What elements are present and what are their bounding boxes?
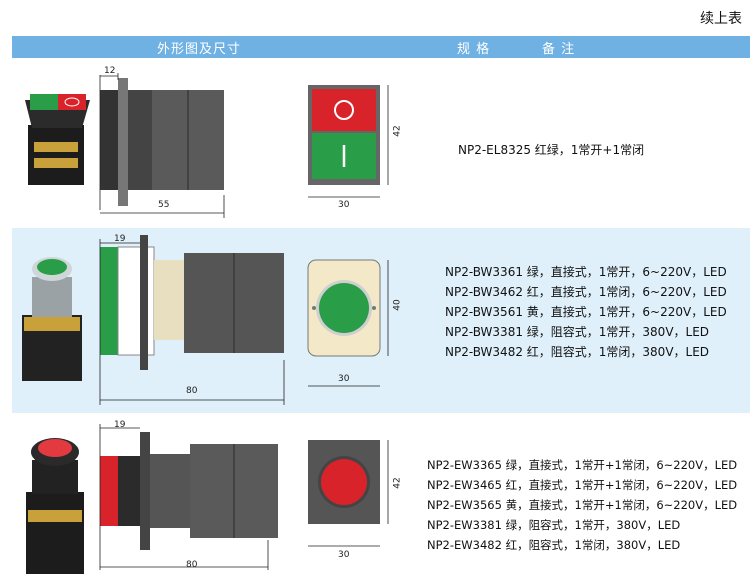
spec-list-row3: NP2-EW3365 绿，直接式，1常开+1常闭，6~220V，LED NP2-…: [427, 455, 737, 555]
dim-side-top: 19: [114, 420, 126, 430]
dim-front-height: 40: [392, 299, 403, 311]
side-drawing-el8325: [99, 73, 225, 218]
spec-line: NP2-BW3361 绿，直接式，1常开，6~220V，LED: [445, 265, 727, 279]
dim-side-top: 12: [104, 66, 116, 76]
side-drawing-ew: [99, 424, 278, 570]
dim-side-length: 80: [186, 560, 198, 570]
spec-line: NP2-EL8325 红绿，1常开+1常闭: [458, 143, 645, 157]
spec-line: NP2-EW3365 绿，直接式，1常开+1常闭，6~220V，LED: [427, 458, 738, 472]
front-drawing-el8325: [308, 85, 389, 198]
dim-front-width: 30: [338, 200, 350, 210]
continued-table-label: 续上表: [700, 11, 742, 27]
product-photo-el8325: [25, 94, 90, 185]
spec-list-row1: NP2-EL8325 红绿，1常开+1常闭: [458, 140, 644, 160]
front-drawing-bw: [307, 259, 389, 387]
dim-side-length: 55: [158, 200, 170, 210]
dim-front-height: 42: [392, 477, 403, 489]
product-photo-bw: [22, 257, 82, 381]
header-spec: 规 格: [457, 42, 491, 57]
dim-front-width: 30: [338, 550, 350, 560]
spec-line: NP2-EW3465 红，直接式，1常开+1常闭，6~220V，LED: [427, 478, 738, 492]
spec-line: NP2-BW3561 黄，直接式，1常开，6~220V，LED: [445, 305, 727, 319]
dim-side-length: 80: [186, 386, 198, 396]
header-note: 备 注: [542, 42, 576, 57]
dim-side-top: 19: [114, 234, 126, 244]
dim-front-height: 42: [392, 125, 403, 137]
spec-list-row2: NP2-BW3361 绿，直接式，1常开，6~220V，LED NP2-BW34…: [445, 262, 727, 362]
spec-line: NP2-EW3565 黄，直接式，1常开+1常闭，6~220V，LED: [427, 498, 738, 512]
front-drawing-ew: [308, 440, 389, 547]
spec-line: NP2-BW3462 红，直接式，1常闭，6~220V，LED: [445, 285, 727, 299]
side-drawing-bw: [99, 235, 285, 405]
spec-line: NP2-EW3381 绿，阻容式，1常开，380V，LED: [427, 518, 681, 532]
spec-line: NP2-BW3381 绿，阻容式，1常开，380V，LED: [445, 325, 710, 339]
spec-line: NP2-BW3482 红，阻容式，1常闭，380V，LED: [445, 345, 710, 359]
spec-line: NP2-EW3482 红，阻容式，1常闭，380V，LED: [427, 538, 681, 552]
product-photo-ew: [26, 438, 84, 574]
dim-front-width: 30: [338, 374, 350, 384]
table-header: 外形图及尺寸 规 格 备 注: [12, 36, 750, 58]
header-outline: 外形图及尺寸: [157, 42, 242, 57]
